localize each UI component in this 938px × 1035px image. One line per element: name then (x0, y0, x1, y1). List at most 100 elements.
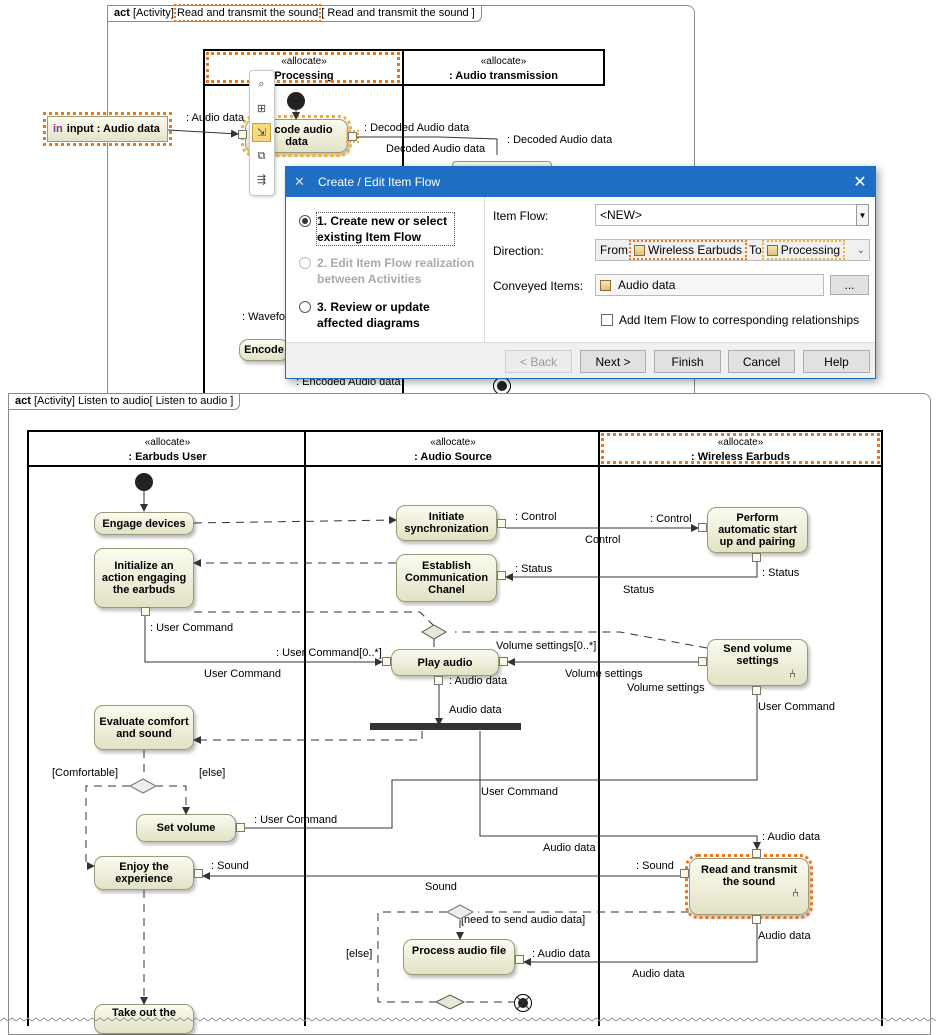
pin-establish-in[interactable] (497, 571, 506, 580)
create-edit-item-flow-dialog: ✕ Create / Edit Item Flow ✕ 1. Create ne… (285, 166, 876, 379)
cancel-button[interactable]: Cancel (728, 350, 795, 373)
action-set-volume[interactable]: Set volume (136, 814, 236, 842)
action-encode-partial[interactable]: Encode (239, 339, 289, 361)
lane-header-earbuds-user[interactable]: «allocate» : Earbuds User (27, 430, 306, 467)
action-initiate-sync[interactable]: Initiate synchronization (396, 505, 497, 541)
pin-initiate-out[interactable] (497, 519, 506, 528)
initial-node-top[interactable] (287, 92, 305, 110)
step-1-radio[interactable] (299, 215, 311, 227)
lane-header-wireless-earbuds[interactable]: «allocate» : Wireless Earbuds (598, 430, 883, 467)
initial-node-bottom[interactable] (135, 473, 153, 491)
label-status-pin-in: : Status (515, 563, 553, 575)
chevron-down-icon[interactable]: ⌄ (856, 244, 865, 256)
pin-perform-in[interactable] (698, 523, 707, 532)
lane-line-bottom-3 (598, 466, 600, 1026)
back-button[interactable]: < Back (505, 350, 572, 373)
label-user-cmd-send: User Command (758, 701, 836, 713)
pin-send-volume-in[interactable] (698, 657, 707, 666)
class-icon (634, 245, 645, 256)
step-3[interactable]: 3. Review or update affected diagrams (299, 299, 437, 331)
item-flow-select[interactable]: <NEW> (595, 204, 857, 226)
close-icon[interactable]: ✕ (853, 174, 867, 191)
conveyed-items-browse-button[interactable]: ... (830, 275, 869, 295)
item-flow-icon[interactable]: ⇲ (252, 123, 271, 142)
input-parameter-audio-data[interactable]: in input : Audio data (43, 112, 172, 146)
item-flow-dropdown-icon[interactable]: ▼ (856, 204, 869, 226)
action-evaluate[interactable]: Evaluate comfort and sound (94, 705, 194, 750)
add-item-flow-checkbox-row[interactable]: Add Item Flow to corresponding relations… (601, 313, 859, 327)
label-vol-out: Volume settings (627, 682, 705, 694)
class-icon (600, 279, 611, 291)
label-audio-flow3: Audio data (632, 968, 685, 980)
lane-header-audio-transmission[interactable]: «allocate» : Audio transmission (402, 49, 605, 86)
flow-final-node[interactable] (514, 994, 532, 1012)
finish-button[interactable]: Finish (654, 350, 721, 373)
class-icon (766, 245, 778, 256)
label-decoded-in: : Decoded Audio data (507, 134, 613, 146)
action-play-audio[interactable]: Play audio (391, 649, 499, 676)
label-audio-rt-out: Audio data (758, 930, 811, 942)
label-decoded-flow: Decoded Audio data (386, 143, 486, 155)
action-initialize[interactable]: Initialize an action engaging the earbud… (94, 548, 194, 608)
step-1[interactable]: 1. Create new or select existing Item Fl… (299, 212, 455, 246)
label-waveform: : Wavefo (242, 311, 285, 323)
action-engage-devices[interactable]: Engage devices (94, 512, 194, 535)
pin-play-in-left[interactable] (382, 657, 391, 666)
direction-select[interactable]: From Wireless Earbuds To Processing ⌄ (595, 239, 870, 261)
item-flow-form: Item Flow: <NEW> ▼ Direction: From Wirel… (485, 197, 875, 345)
label-sound-out: : Sound (636, 860, 674, 872)
pin-read-in-top[interactable] (752, 849, 761, 858)
label-sound-in: : Sound (211, 860, 249, 872)
pin-read-in-left[interactable] (680, 869, 689, 878)
action-perform-startup[interactable]: Perform automatic start up and pairing (707, 507, 808, 553)
action-decoded-partial[interactable] (452, 161, 552, 169)
add-item-flow-checkbox[interactable] (601, 314, 613, 326)
pin-play-in-right[interactable] (499, 657, 508, 666)
step-3-radio[interactable] (299, 301, 311, 313)
control-flow-icon[interactable]: ⇶ (256, 174, 267, 186)
label-audio-in-rt: : Audio data (762, 831, 821, 843)
lane-header-audio-source[interactable]: «allocate» : Audio Source (304, 430, 600, 467)
action-send-volume[interactable]: Send volume settings (707, 639, 808, 686)
action-process-audio[interactable]: Process audio file (403, 939, 515, 975)
lane-header-processing[interactable]: «allocate» Processing (203, 49, 403, 86)
note-icon[interactable]: ⌕ (258, 78, 265, 90)
label-guard-else: [else] (199, 767, 226, 779)
object-flow-icon[interactable]: ⧉ (257, 150, 266, 162)
dialog-title: Create / Edit Item Flow (318, 175, 441, 189)
pin-initialize-out[interactable] (141, 607, 150, 616)
pin-perform-out[interactable] (752, 553, 761, 562)
label-status-flow: Status (623, 584, 655, 596)
pin-read-out[interactable] (752, 915, 761, 924)
hierarchy-icon[interactable]: ⊞ (256, 103, 267, 115)
label-user-cmd-in: : User Command[0..*] (276, 647, 382, 659)
action-enjoy[interactable]: Enjoy the experience (94, 856, 194, 890)
wizard-steps-panel: 1. Create new or select existing Item Fl… (286, 197, 485, 345)
pin-enjoy-in[interactable] (194, 869, 203, 878)
label-status-pin-out: : Status (762, 567, 800, 579)
pin-process-in[interactable] (515, 955, 524, 964)
pin-set-volume-out[interactable] (236, 823, 245, 832)
app-logo-icon: ✕ (294, 174, 305, 189)
pin-send-volume-out[interactable] (752, 686, 761, 695)
step-2: 2. Edit Item Flow realization between Ac… (299, 255, 477, 287)
next-button[interactable]: Next > (580, 350, 646, 373)
help-button[interactable]: Help (803, 350, 870, 373)
lane-line-bottom-2 (304, 466, 306, 1026)
direction-label: Direction: (493, 244, 544, 258)
label-guard-need: [need to send audio data] (461, 914, 586, 926)
bottom-frame-tab: act [Activity] Listen to audio[ Listen t… (9, 394, 241, 410)
pin-play-out[interactable] (434, 676, 443, 685)
top-frame-name-selected[interactable]: Read and transmit the sound (173, 4, 322, 22)
lane-line-bottom-1 (27, 466, 29, 1026)
pin-encode-in[interactable] (238, 130, 247, 139)
label-vol-flow: Volume settings (565, 668, 643, 680)
label-guard-else2: [else] (346, 948, 373, 960)
conveyed-items-field[interactable]: Audio data (595, 274, 824, 296)
pin-encode-out[interactable] (346, 130, 359, 143)
action-establish-channel[interactable]: Establish Communication Chanel (396, 554, 497, 602)
dialog-button-bar: < Back Next > Finish Cancel Help (286, 342, 875, 378)
action-read-transmit[interactable]: Read and transmit the sound (685, 854, 813, 919)
label-audio-out: : Audio data (449, 675, 508, 687)
label-audio-flow2: Audio data (543, 842, 596, 854)
